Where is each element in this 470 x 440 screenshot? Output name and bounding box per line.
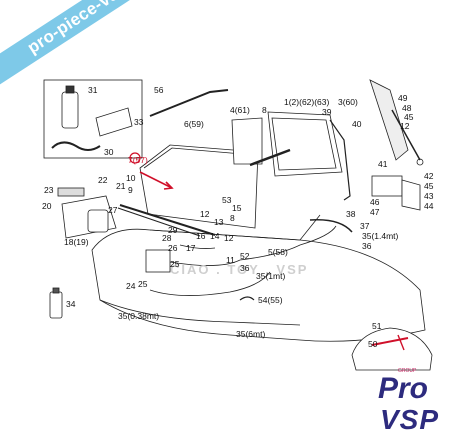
part-label: 6(59) — [184, 119, 204, 129]
part-label: 35(0.38mt) — [118, 311, 160, 321]
part-label: 30 — [104, 147, 114, 157]
part-label: 41 — [378, 159, 388, 169]
part-label: 12 — [200, 209, 210, 219]
provsp-logo: GROUP Pro VSP — [378, 368, 468, 440]
part-label: 1(2)(62)(63) — [284, 97, 330, 107]
part-label: 54(55) — [258, 295, 283, 305]
part-label: 22 — [98, 175, 108, 185]
part-label: 44 — [424, 201, 434, 211]
part-label: 26 — [168, 243, 178, 253]
part-label: 35(1.4mt) — [362, 231, 399, 241]
wiper-arm-front — [119, 204, 216, 236]
part-label: 48 — [402, 103, 412, 113]
part-label: 43 — [424, 191, 434, 201]
part-label: 36 — [362, 241, 372, 251]
faint-watermark: CIAO . TOY . VSP — [170, 262, 309, 277]
part-label: 39 — [322, 107, 332, 117]
part-label: 50 — [368, 339, 378, 349]
part-label: 15 — [232, 203, 242, 213]
part-label: 25 — [138, 279, 148, 289]
part-label: 36 — [240, 263, 250, 273]
part-label: 21 — [116, 181, 126, 191]
inset-car-front — [351, 327, 433, 371]
roof-molding — [149, 89, 229, 117]
logo-tagline: GROUP — [398, 368, 417, 374]
part-label: 8 — [230, 213, 235, 223]
part-label: 56 — [154, 85, 164, 95]
part-label: 45 — [404, 112, 414, 122]
part-label: 37 — [360, 221, 370, 231]
part-label: 42 — [424, 171, 434, 181]
part-label: 12 — [224, 233, 234, 243]
part-label: 29 — [168, 225, 178, 235]
inset-box-fluids — [43, 79, 143, 159]
door-glass — [267, 111, 343, 177]
washer-hose — [149, 271, 271, 296]
part-label: 40 — [352, 119, 362, 129]
car-body-outline — [91, 228, 426, 342]
part-label: 23 — [44, 185, 54, 195]
spray-bottle-icon — [49, 291, 63, 319]
part-label: 20 — [42, 201, 52, 211]
part-label: 3(60) — [338, 97, 358, 107]
part-label: 31 — [88, 85, 98, 95]
door-frame-strip — [329, 119, 351, 201]
logo-line2: VSP — [380, 404, 440, 435]
part-label: 16 — [196, 231, 206, 241]
windshield-outline — [139, 144, 259, 229]
part-label: 13 — [214, 217, 224, 227]
part-label: 45 — [424, 181, 434, 191]
hose-icon — [51, 141, 101, 151]
part-label: 5(58) — [268, 247, 288, 257]
part-label: 52 — [240, 251, 250, 261]
part-label: 28 — [162, 233, 172, 243]
logo-line1: Pro — [378, 372, 429, 405]
part-label: 38 — [346, 209, 356, 219]
part-label: 25 — [170, 259, 180, 269]
part-label-highlighted: 7(57) — [128, 155, 148, 165]
wiper-motor-icon — [371, 175, 403, 197]
part-label: 8 — [262, 105, 267, 115]
part-label: 27 — [108, 205, 118, 215]
hose-clip-icon — [239, 296, 255, 301]
part-label: 33 — [134, 117, 144, 127]
part-label: 9 — [128, 185, 133, 195]
part-label: 12 — [400, 121, 410, 131]
part-label: 4(61) — [230, 105, 250, 115]
wiper-blade-rear — [369, 79, 409, 161]
part-label: 18(19) — [64, 237, 89, 247]
bracket-strip — [57, 187, 85, 197]
part-label: 24 — [126, 281, 136, 291]
part-label: 35(1mt) — [256, 271, 286, 281]
part-label: 51 — [372, 321, 382, 331]
part-label: 47 — [370, 207, 380, 217]
part-label: 10 — [126, 173, 136, 183]
part-label: 11 — [226, 255, 235, 265]
grease-tube-icon — [95, 107, 133, 137]
part-label: 53 — [222, 195, 232, 205]
part-label: 34 — [66, 299, 76, 309]
side-glass-small — [231, 117, 263, 165]
part-label: 46 — [370, 197, 380, 207]
part-label: 49 — [398, 93, 408, 103]
washer-pump-icon — [145, 249, 171, 273]
part-label: 35(6mt) — [236, 329, 266, 339]
highlight-arrow — [139, 171, 173, 189]
part-label: 17 — [186, 243, 196, 253]
fluid-bottle-icon — [61, 91, 79, 129]
part-label: 14 — [210, 231, 220, 241]
